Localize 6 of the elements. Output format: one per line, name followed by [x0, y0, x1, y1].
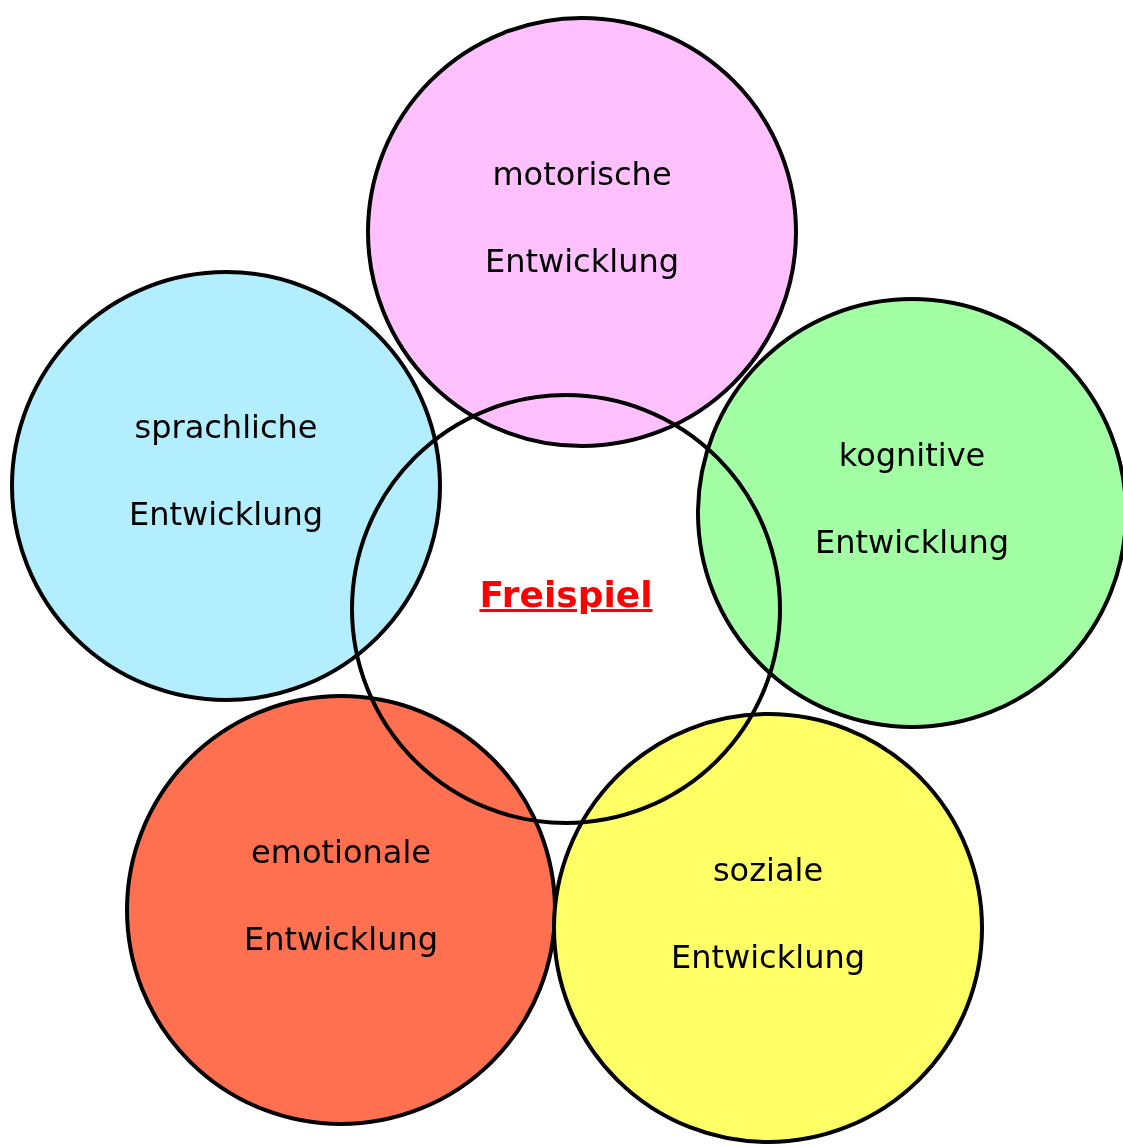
node-label: soziale Entwicklung [670, 850, 866, 978]
node-label: Freispiel [478, 573, 654, 617]
node-label: emotionale Entwicklung [243, 832, 439, 960]
node-label: motorische Entwicklung [484, 154, 680, 282]
node-label: kognitive Entwicklung [814, 435, 1010, 563]
node-label: sprachliche Entwicklung [128, 407, 324, 535]
